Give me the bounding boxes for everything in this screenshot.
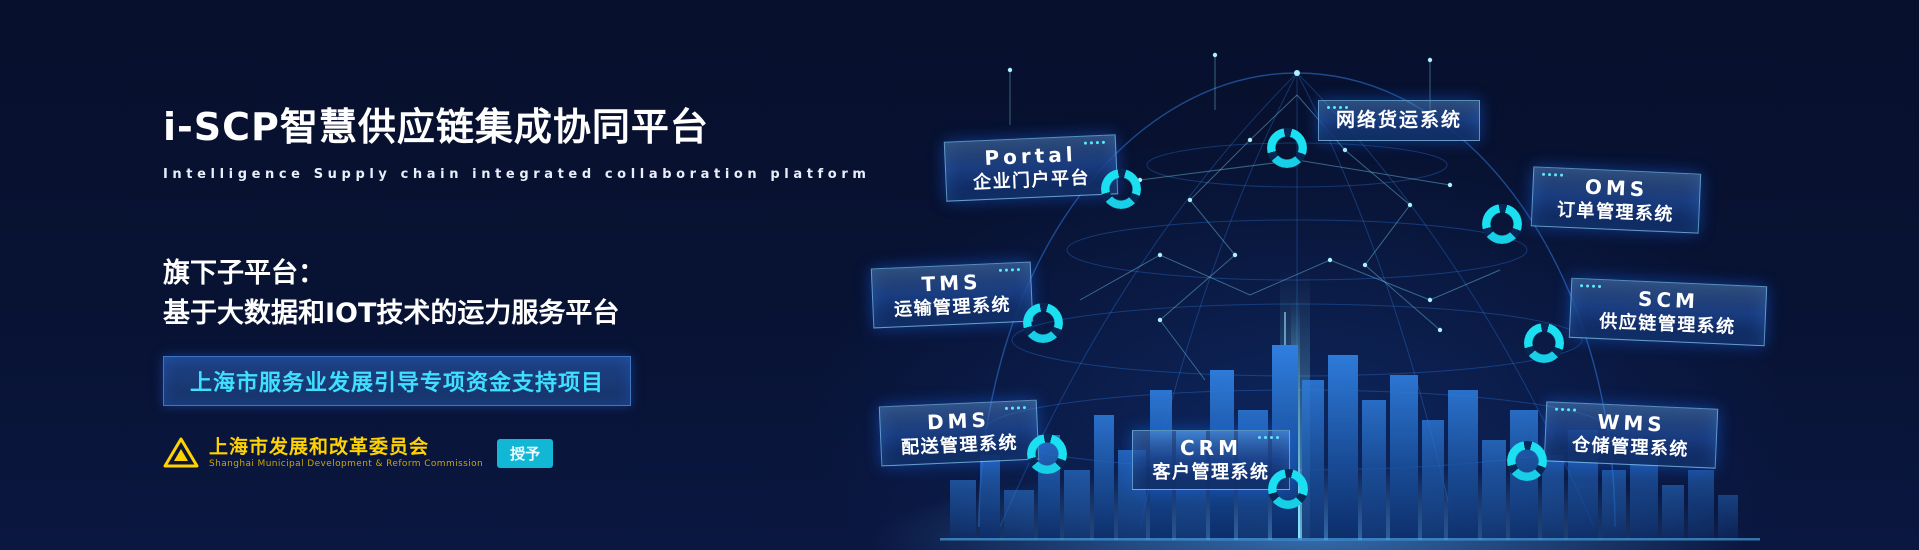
- node-oms: OMS 订单管理系统: [1530, 166, 1702, 234]
- node-tms: TMS 运输管理系统: [870, 261, 1034, 329]
- node-freight: 网络货运系统: [1318, 100, 1480, 141]
- sub-platform-desc: 基于大数据和IOT技术的运力服务平台: [163, 298, 620, 329]
- dots-icon: [1541, 172, 1546, 176]
- hub-ring-icon: [1023, 303, 1063, 343]
- dots-icon: [1327, 106, 1330, 109]
- hub-ring-icon: [1268, 469, 1308, 509]
- hub-ring-icon: [1507, 441, 1547, 481]
- node-crm: CRM 客户管理系统: [1132, 430, 1290, 490]
- node-wms: WMS 仓储管理系统: [1543, 401, 1719, 469]
- page-subtitle: Intelligence Supply chain integrated col…: [163, 167, 871, 182]
- node-subtitle: 客户管理系统: [1152, 462, 1270, 483]
- funding-badge: 上海市服务业发展引导专项资金支持项目: [163, 356, 632, 406]
- node-subtitle: 配送管理系统: [900, 432, 1019, 459]
- sdrc-logo-icon: [163, 437, 199, 468]
- dots-icon: [1580, 284, 1584, 288]
- page-title: i-SCP智慧供应链集成协同平台: [163, 105, 709, 149]
- issuer-name-en: Shanghai Municipal Development & Reform …: [209, 459, 484, 469]
- node-subtitle: 运输管理系统: [893, 294, 1012, 321]
- hub-ring-icon: [1101, 169, 1141, 209]
- node-dms: DMS 配送管理系统: [878, 399, 1040, 467]
- node-title: 网络货运系统: [1335, 109, 1462, 131]
- node-title: CRM: [1180, 436, 1242, 460]
- node-scm: SCM 供应链管理系统: [1568, 277, 1768, 347]
- award-badge: 授予: [497, 438, 554, 468]
- dots-icon: [1083, 141, 1088, 145]
- hub-ring-icon: [1267, 128, 1307, 168]
- issuer-name: 上海市发展和改革委员会: [209, 436, 430, 458]
- hub-ring-icon: [1524, 323, 1564, 363]
- hero-text-block: i-SCP智慧供应链集成协同平台 Intelligence Supply cha…: [163, 96, 871, 470]
- hub-ring-icon: [1027, 434, 1067, 474]
- dots-icon: [998, 268, 1003, 272]
- dots-icon: [1258, 436, 1261, 439]
- hub-ring-icon: [1482, 204, 1522, 244]
- dots-icon: [1554, 407, 1559, 411]
- node-portal: Portal 企业门户平台: [943, 134, 1119, 202]
- sub-platform-label: 旗下子平台：: [163, 258, 325, 289]
- issuer-row: 上海市发展和改革委员会 Shanghai Municipal Developme…: [163, 436, 803, 470]
